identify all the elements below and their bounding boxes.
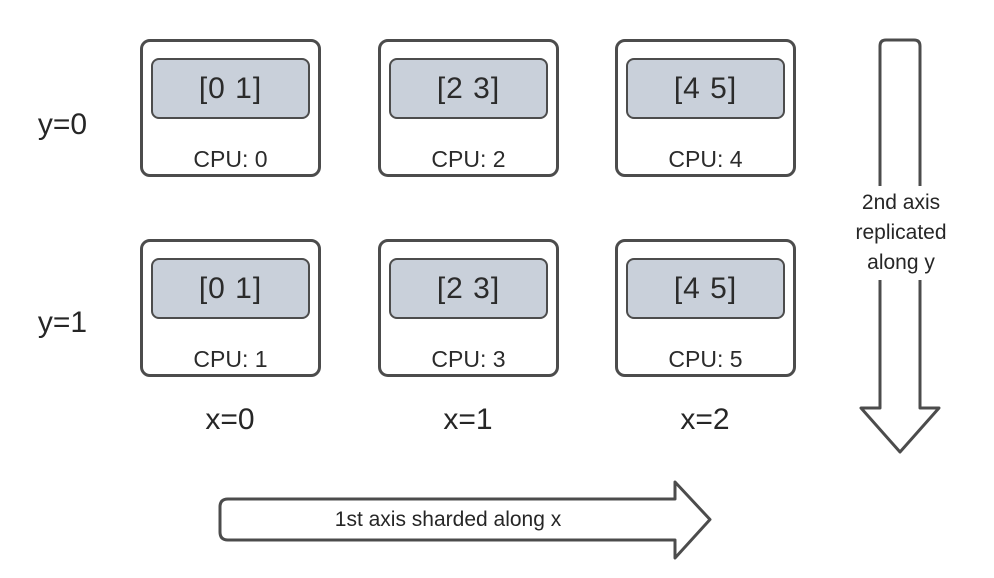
horizontal-arrow-caption: 1st axis sharded along x bbox=[334, 508, 562, 531]
cpu-label: CPU: 4 bbox=[668, 146, 743, 172]
device-box-cpu2: [2 3] CPU: 2 bbox=[378, 39, 559, 177]
device-box-cpu4: [4 5] CPU: 4 bbox=[615, 39, 796, 177]
row-label-y1: y=1 bbox=[37, 306, 88, 339]
col-label-x2: x=2 bbox=[680, 403, 730, 436]
shard-data: [0 1] bbox=[151, 58, 310, 119]
shard-data: [0 1] bbox=[151, 258, 310, 319]
col-label-x1: x=1 bbox=[443, 403, 493, 436]
right-arrow-icon bbox=[218, 480, 712, 560]
shard-data: [4 5] bbox=[626, 258, 785, 319]
caption-line: 2nd axis bbox=[861, 191, 941, 214]
shard-data: [2 3] bbox=[389, 258, 548, 319]
cpu-label: CPU: 1 bbox=[193, 346, 268, 372]
shard-data: [2 3] bbox=[389, 58, 548, 119]
caption-line: replicated bbox=[855, 221, 947, 244]
caption-line: along y bbox=[867, 251, 935, 274]
row-label-y0: y=0 bbox=[37, 108, 88, 141]
vertical-arrow-caption: 2nd axis replicated along y bbox=[820, 186, 982, 280]
device-box-cpu3: [2 3] CPU: 3 bbox=[378, 239, 559, 377]
cpu-label: CPU: 0 bbox=[193, 146, 268, 172]
device-box-cpu1: [0 1] CPU: 1 bbox=[140, 239, 321, 377]
device-box-cpu0: [0 1] CPU: 0 bbox=[140, 39, 321, 177]
cpu-label: CPU: 5 bbox=[668, 346, 743, 372]
col-label-x0: x=0 bbox=[205, 403, 255, 436]
cpu-label: CPU: 3 bbox=[431, 346, 506, 372]
shard-data: [4 5] bbox=[626, 58, 785, 119]
device-box-cpu5: [4 5] CPU: 5 bbox=[615, 239, 796, 377]
cpu-label: CPU: 2 bbox=[431, 146, 506, 172]
